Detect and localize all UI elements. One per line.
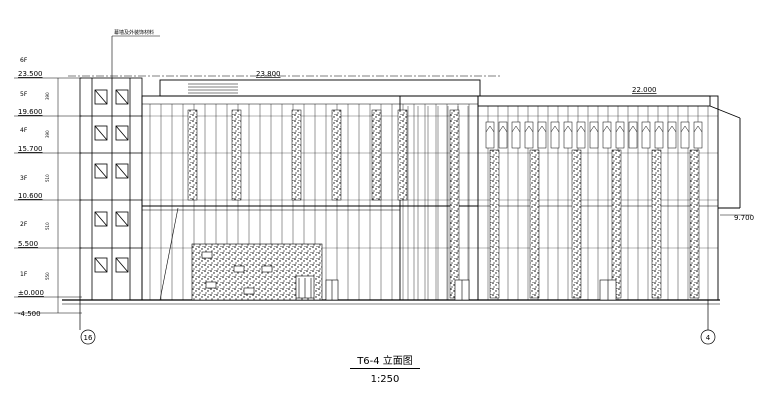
fin <box>628 121 638 149</box>
level-podium: 9.700 <box>734 214 754 222</box>
level-15700: 15.700 <box>18 145 43 153</box>
pilaster <box>689 149 700 299</box>
level-19600: 19.600 <box>18 108 43 116</box>
fin-cap <box>615 125 625 133</box>
fin <box>615 121 625 149</box>
level-5500: 5.500 <box>18 240 38 248</box>
fin <box>498 121 508 149</box>
pilaster <box>651 149 662 299</box>
pilaster <box>397 109 408 201</box>
fin-cap <box>589 125 599 133</box>
fin-cap <box>563 125 573 133</box>
height-1f: 550 <box>45 272 50 280</box>
fin <box>641 121 651 149</box>
fin <box>680 121 690 149</box>
fin <box>511 121 521 149</box>
height-4f: 390 <box>45 130 50 138</box>
height-5f: 390 <box>45 92 50 100</box>
fin <box>485 121 495 149</box>
fin-cap <box>485 125 495 133</box>
stone-pilasters <box>187 109 700 299</box>
floor-height-dims: 390 390 510 510 550 <box>45 92 50 280</box>
sunshade-fins <box>485 121 703 149</box>
pilaster <box>489 149 500 299</box>
fin-cap <box>602 125 612 133</box>
fin-cap <box>641 125 651 133</box>
level-right-roof: 22.000 <box>632 86 657 94</box>
pilaster <box>231 109 242 201</box>
callout-leader <box>111 35 160 78</box>
callout-text: 幕墙及外装饰材料 <box>114 29 154 36</box>
pilaster <box>331 109 342 201</box>
fin-cap <box>628 125 638 133</box>
pilaster <box>371 109 382 201</box>
floor-6f: 6F <box>20 57 28 64</box>
pilaster <box>291 109 302 201</box>
pilaster <box>611 149 622 299</box>
axis-right-label: 4 <box>706 334 711 342</box>
podium-stone-wall <box>191 243 323 301</box>
fin-cap <box>654 125 664 133</box>
level-main-roof: 23.800 <box>256 70 281 78</box>
fin <box>654 121 664 149</box>
level-0000: ±0.000 <box>18 289 44 297</box>
axis-left-label: 16 <box>84 334 93 342</box>
floor-5f: 5F <box>20 91 28 98</box>
fin <box>693 121 703 149</box>
pilaster <box>449 109 460 299</box>
level-23500: 23.500 <box>18 70 43 78</box>
pilaster <box>571 149 582 299</box>
fin-cap <box>550 125 560 133</box>
tower-block <box>79 77 143 301</box>
fin <box>602 121 612 149</box>
fin <box>524 121 534 149</box>
fin-cap <box>498 125 508 133</box>
title-underline <box>350 368 420 369</box>
fin <box>563 121 573 149</box>
fin <box>537 121 547 149</box>
fin-cap <box>667 125 677 133</box>
fin <box>550 121 560 149</box>
level-labels: 6F 23.500 5F 19.600 4F 15.700 3F 10.600 … <box>18 57 44 318</box>
axis-markers <box>79 300 716 345</box>
fin-cap <box>576 125 586 133</box>
level-minus-4500: -4.500 <box>18 310 41 318</box>
floor-3f: 3F <box>20 175 28 182</box>
roof-louvers <box>188 83 238 94</box>
podium-slope <box>159 207 179 301</box>
level-10600: 10.600 <box>18 192 43 200</box>
level-leaders <box>14 77 82 314</box>
fin-cap <box>680 125 690 133</box>
fin-cap <box>511 125 521 133</box>
drawing-title: T6-4 立面图 <box>357 356 413 367</box>
pilaster <box>529 149 540 299</box>
height-2f: 510 <box>45 222 50 230</box>
height-3f: 510 <box>45 174 50 182</box>
entrance-doors <box>325 279 617 301</box>
fin-cap <box>693 125 703 133</box>
ground-lines <box>62 299 720 305</box>
floor-1f: 1F <box>20 271 28 278</box>
fin-cap <box>524 125 534 133</box>
floor-4f: 4F <box>20 127 28 134</box>
fin <box>667 121 677 149</box>
pilaster <box>187 109 198 201</box>
drawing-scale: 1:250 <box>370 374 400 385</box>
fin <box>589 121 599 149</box>
fin-cap <box>537 125 547 133</box>
fin <box>576 121 586 149</box>
floor-2f: 2F <box>20 221 28 228</box>
